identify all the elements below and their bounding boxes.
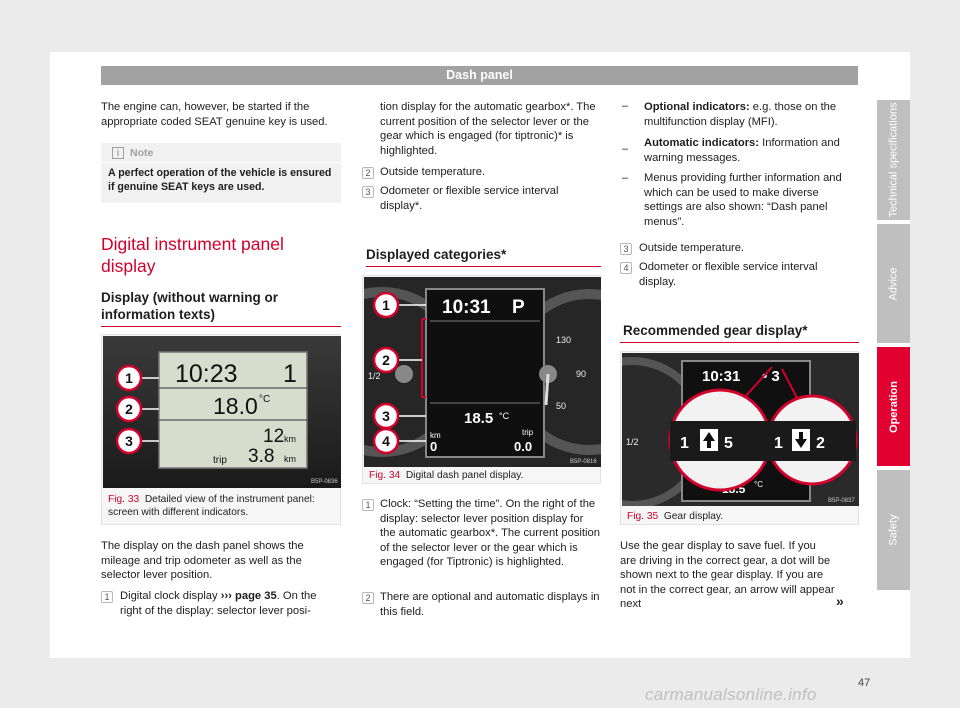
- section-subheading: Display (without warning or information …: [101, 290, 279, 322]
- automatic-indicators: Automatic indicators: Information and wa…: [644, 137, 840, 164]
- svg-text:1: 1: [680, 435, 689, 452]
- svg-text:km: km: [284, 454, 296, 464]
- item-number-1: 1: [101, 591, 113, 603]
- left-intro: The engine can, however, be started if t…: [101, 101, 328, 128]
- svg-text:trip: trip: [213, 455, 227, 466]
- svg-text:2: 2: [125, 401, 133, 417]
- side-tab-safety[interactable]: Safety: [877, 470, 910, 590]
- info-icon: i: [112, 147, 124, 159]
- svg-text:3: 3: [382, 408, 390, 424]
- item-number-c2: 2: [362, 592, 374, 604]
- svg-text:1/2: 1/2: [626, 437, 639, 447]
- item-number-c1: 1: [362, 499, 374, 511]
- svg-text:18.5: 18.5: [464, 410, 493, 427]
- figure-34-label: Fig. 34: [369, 470, 401, 481]
- bullet-dash: –: [622, 143, 629, 155]
- menus-indicator: Menus providing further information and …: [644, 172, 842, 228]
- figure-35-image: 10:31 • 3 18.5 °C 1/2 1 5 1 2 B5P-0837: [622, 353, 859, 506]
- svg-text:2: 2: [816, 435, 825, 452]
- page-link[interactable]: page 35: [235, 590, 277, 602]
- item-number-r3: 3: [620, 243, 632, 255]
- svg-text:1: 1: [382, 297, 390, 313]
- svg-text:3: 3: [125, 433, 133, 449]
- right-body: Use the gear display to save fuel. If yo…: [620, 540, 835, 611]
- gear-rule: [620, 342, 859, 343]
- section-heading: Digital instrument panel display: [101, 234, 284, 276]
- svg-text:50: 50: [556, 401, 566, 411]
- note-text: A perfect operation of the vehicle is en…: [108, 167, 332, 193]
- displayed-categories-heading: Displayed categories*: [366, 247, 507, 262]
- item-number-3: 3: [362, 186, 374, 198]
- svg-text:km: km: [284, 434, 296, 444]
- bullet-dash: –: [622, 100, 629, 112]
- svg-text:°C: °C: [499, 411, 510, 421]
- page-number: 47: [858, 677, 871, 689]
- middle-item-3: Odometer or flexible service interval di…: [380, 185, 559, 212]
- svg-text:5: 5: [724, 435, 733, 452]
- heading-rule: [101, 326, 341, 327]
- bullet-dash: –: [622, 172, 629, 184]
- figure-33-label: Fig. 33: [108, 494, 140, 505]
- note-box: i Note A perfect operation of the vehicl…: [101, 143, 341, 203]
- middle-item-optional: There are optional and automatic display…: [380, 591, 600, 618]
- svg-text:P: P: [512, 297, 525, 318]
- svg-text:B5P-0837: B5P-0837: [828, 498, 855, 504]
- svg-text:12: 12: [263, 426, 284, 447]
- svg-text:4: 4: [382, 433, 390, 449]
- side-tab-advice[interactable]: Advice: [877, 224, 910, 343]
- figure-33: 10:23 1 18.0 °C 12 km trip 3.8 km 1 2 3 …: [101, 334, 341, 525]
- left-body: The display on the dash panel shows the …: [101, 540, 304, 582]
- figure-34-image: 10:31 P 18.5 °C km trip 0 0.0 130 90 50 …: [364, 277, 601, 467]
- svg-text:trip: trip: [522, 428, 534, 437]
- svg-text:3.8: 3.8: [248, 446, 274, 467]
- svg-text:B5P-0836: B5P-0836: [311, 479, 338, 485]
- item-number-2: 2: [362, 167, 374, 179]
- svg-text:1: 1: [125, 370, 133, 386]
- svg-text:10:23: 10:23: [175, 360, 238, 388]
- svg-text:°C: °C: [754, 480, 763, 489]
- svg-text:90: 90: [576, 369, 586, 379]
- svg-text:2: 2: [382, 352, 390, 368]
- figure-34: 10:31 P 18.5 °C km trip 0 0.0 130 90 50 …: [362, 275, 601, 484]
- svg-text:1/2: 1/2: [368, 371, 381, 381]
- figure-35: 10:31 • 3 18.5 °C 1/2 1 5 1 2 B5P-0837 F…: [620, 351, 859, 525]
- figure-35-label: Fig. 35: [627, 511, 659, 522]
- svg-text:°C: °C: [259, 394, 270, 405]
- middle-item-clock: Clock: “Setting the time”. On the right …: [380, 498, 600, 569]
- svg-text:B5P-0816: B5P-0816: [570, 459, 597, 465]
- recommended-gear-heading: Recommended gear display*: [623, 323, 808, 338]
- figure-35-caption: Gear display.: [663, 511, 724, 522]
- side-tab-technical-specifications[interactable]: Technical specifications: [877, 100, 910, 220]
- item-number-r4: 4: [620, 262, 632, 274]
- svg-text:18.0: 18.0: [213, 393, 258, 419]
- svg-text:0.0: 0.0: [514, 439, 532, 454]
- svg-text:10:31: 10:31: [442, 297, 491, 318]
- right-item-4: Odometer or flexible service interval di…: [639, 261, 818, 288]
- watermark: carmanualsonline.info: [645, 685, 817, 704]
- svg-text:1: 1: [774, 435, 783, 452]
- note-title: Note: [130, 147, 154, 159]
- categories-rule: [366, 266, 601, 267]
- side-tab-operation[interactable]: Operation: [877, 347, 910, 466]
- svg-text:10:31: 10:31: [702, 368, 740, 385]
- svg-text:0: 0: [430, 439, 437, 454]
- middle-item-2: Outside temperature.: [380, 166, 486, 178]
- optional-indicators: Optional indicators: e.g. those on the m…: [644, 101, 837, 128]
- left-item-1: Digital clock display ››› page 35. On th…: [120, 590, 317, 617]
- svg-text:km: km: [430, 431, 441, 440]
- continue-arrow-icon: »: [836, 593, 844, 609]
- svg-text:130: 130: [556, 335, 571, 345]
- svg-text:1: 1: [283, 360, 297, 388]
- figure-34-caption: Digital dash panel display.: [405, 470, 524, 481]
- page-header: Dash panel: [101, 66, 858, 85]
- figure-33-image: 10:23 1 18.0 °C 12 km trip 3.8 km 1 2 3 …: [103, 336, 341, 488]
- middle-continuation: tion display for the automatic gearbox*.…: [380, 101, 596, 157]
- right-item-3: Outside temperature.: [639, 242, 745, 254]
- figure-33-caption: Detailed view of the instrument panel: s…: [108, 494, 315, 518]
